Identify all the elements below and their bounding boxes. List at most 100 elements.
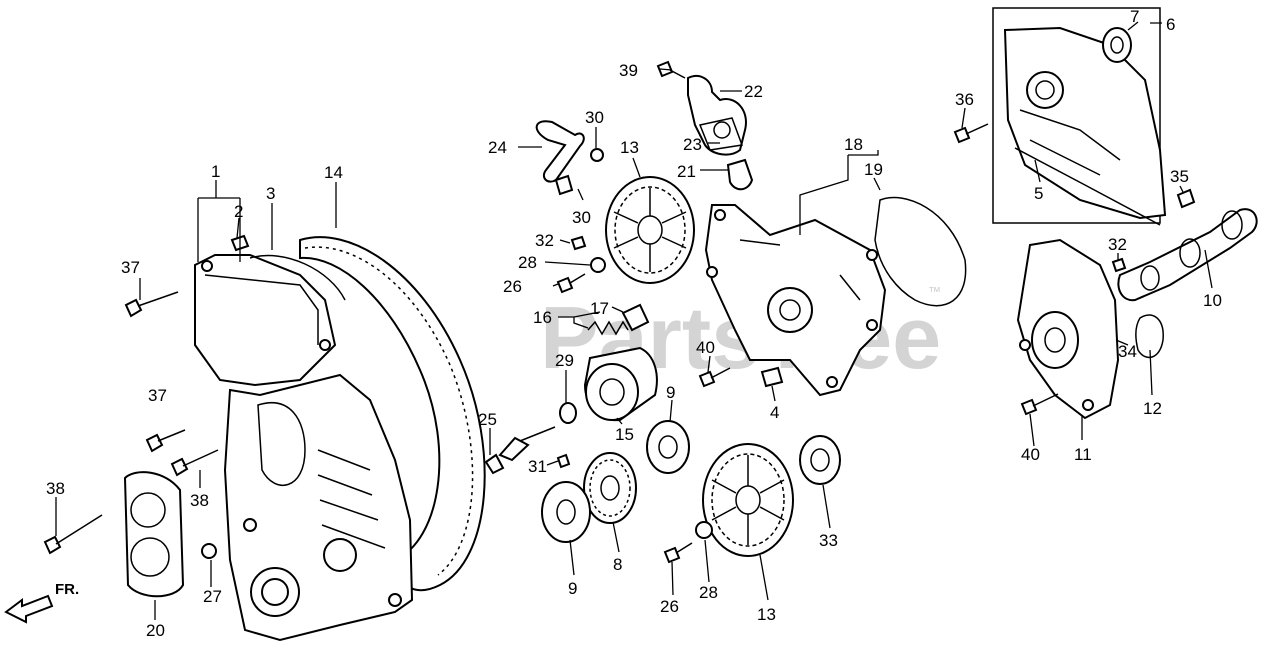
callout-22: 22 xyxy=(744,82,763,101)
camshaft-holder xyxy=(1016,238,1120,420)
callout-5: 5 xyxy=(1034,184,1043,203)
callout-36: 36 xyxy=(955,90,974,109)
bolt-37-lower xyxy=(145,429,186,453)
callout-21: 21 xyxy=(677,162,696,181)
callout-30-upper: 30 xyxy=(585,108,604,127)
bolt-38-mid xyxy=(170,449,219,477)
callout-28-upper: 28 xyxy=(518,253,537,272)
callout-8: 8 xyxy=(613,555,622,574)
callout-14: 14 xyxy=(324,163,343,182)
callout-37-upper: 37 xyxy=(121,258,140,277)
clamp-30-lower xyxy=(554,174,574,196)
callout-35: 35 xyxy=(1170,167,1189,186)
callout-34: 34 xyxy=(1118,342,1137,361)
water-pump xyxy=(704,204,887,397)
callout-32-right: 32 xyxy=(1108,235,1127,254)
callout-32-center: 32 xyxy=(535,231,554,250)
seal-plate xyxy=(123,471,185,598)
dowel-4 xyxy=(760,366,784,388)
callout-25: 25 xyxy=(478,410,497,429)
guide-plate-9-upper xyxy=(646,420,690,474)
callout-26-upper: 26 xyxy=(503,277,522,296)
water-outlet-22 xyxy=(687,74,747,156)
callout-20: 20 xyxy=(146,621,165,640)
bolt-36 xyxy=(953,123,989,144)
callout-2: 2 xyxy=(234,202,243,221)
gasket-5 xyxy=(1014,147,1161,226)
tensioner-bolt-25 xyxy=(484,426,556,475)
callout-4: 4 xyxy=(770,403,779,422)
bolt-26-upper xyxy=(556,273,586,294)
callout-19: 19 xyxy=(864,160,883,179)
callout-13-upper: 13 xyxy=(620,138,639,157)
timing-belt xyxy=(299,236,486,592)
cover-gasket xyxy=(249,254,346,301)
lower-timing-cover xyxy=(223,373,414,642)
camshaft-pulley-lower xyxy=(702,443,794,557)
bolt-38-left xyxy=(43,514,103,555)
callout-26-lower: 26 xyxy=(660,597,679,616)
back-cover-assembly xyxy=(992,7,1167,224)
upper-timing-cover xyxy=(194,254,337,387)
pin-31 xyxy=(556,453,571,469)
callout-24: 24 xyxy=(488,138,507,157)
callout-38-left: 38 xyxy=(46,479,65,498)
washer-27 xyxy=(201,543,217,559)
sensor-21 xyxy=(726,158,754,191)
key-32-right xyxy=(1111,257,1127,273)
callout-9-upper: 9 xyxy=(666,383,675,402)
washer-29 xyxy=(559,402,577,424)
gasket-23 xyxy=(698,117,744,151)
bolt-40-center xyxy=(698,367,731,388)
front-direction-label: FR. xyxy=(55,581,79,598)
oil-seal-33 xyxy=(799,435,841,485)
o-ring-19 xyxy=(874,196,967,307)
callout-12: 12 xyxy=(1143,399,1162,418)
washer-28-upper xyxy=(590,257,606,273)
callout-10: 10 xyxy=(1203,291,1222,310)
clamp-30-upper xyxy=(590,148,604,162)
o-ring-12 xyxy=(1135,314,1164,359)
washer-28-lower xyxy=(695,521,713,539)
callout-7: 7 xyxy=(1130,7,1139,26)
callout-28-lower: 28 xyxy=(699,583,718,602)
callout-17: 17 xyxy=(590,299,609,318)
callout-16: 16 xyxy=(533,308,552,327)
callout-9-lower: 9 xyxy=(568,579,577,598)
front-direction-arrow: FR. xyxy=(4,581,79,624)
callout-40-right: 40 xyxy=(1021,445,1040,464)
callout-29: 29 xyxy=(555,351,574,370)
callout-30-lower: 30 xyxy=(572,208,591,227)
bolt-37-upper xyxy=(124,291,179,318)
callout-6: 6 xyxy=(1166,15,1175,34)
callout-18: 18 xyxy=(844,135,863,154)
crankshaft-pulley xyxy=(583,452,637,524)
callout-38-mid: 38 xyxy=(190,491,209,510)
key-32 xyxy=(570,235,587,251)
callout-37-lower: 37 xyxy=(148,386,167,405)
callout-40-center: 40 xyxy=(696,338,715,357)
tensioner-pulley xyxy=(583,346,658,422)
cap-35 xyxy=(1176,188,1196,209)
camshaft xyxy=(1117,208,1258,302)
callout-33: 33 xyxy=(819,531,838,550)
callout-23: 23 xyxy=(683,135,702,154)
callout-27: 27 xyxy=(203,587,222,606)
bolt-40-right xyxy=(1020,393,1059,416)
watermark-trademark: ™ xyxy=(928,284,941,299)
callout-15: 15 xyxy=(615,425,634,444)
callout-3: 3 xyxy=(266,184,275,203)
guide-plate-9-lower xyxy=(541,481,591,543)
camshaft-pulley-upper xyxy=(605,176,695,284)
callout-1: 1 xyxy=(211,162,220,181)
callout-39: 39 xyxy=(619,61,638,80)
callout-labels: 1 2 3 14 37 37 38 38 20 27 24 30 30 13 3… xyxy=(46,7,1222,640)
callout-11: 11 xyxy=(1074,445,1092,464)
callout-31: 31 xyxy=(528,457,547,476)
hose-24 xyxy=(535,120,585,183)
leader-lines xyxy=(55,21,1213,620)
callout-13-lower: 13 xyxy=(757,605,776,624)
tensioner-spring-17 xyxy=(587,303,650,336)
bolt-26-lower xyxy=(663,542,693,564)
